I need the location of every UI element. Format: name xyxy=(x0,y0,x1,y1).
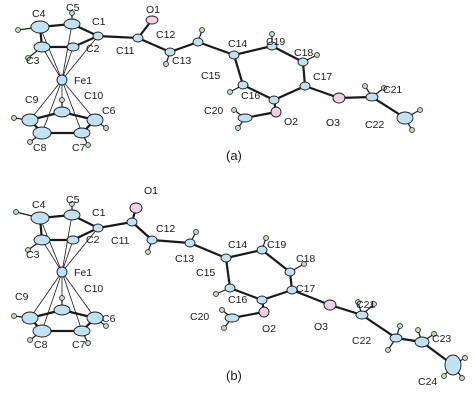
atom-label: C5 xyxy=(66,194,80,206)
atom-label: O2 xyxy=(284,116,298,128)
atom-label: C19 xyxy=(266,36,285,48)
atom-label: C2 xyxy=(86,43,100,55)
atom-label: C9 xyxy=(15,291,29,303)
atom-label: C8 xyxy=(33,142,47,154)
atom-label: C7 xyxy=(72,142,86,154)
panel-b-labels: O1 C4 C5 C1 C12 C3 C2 C11 C14 C19 C18 C1… xyxy=(15,185,451,388)
atom-label: C1 xyxy=(92,207,106,219)
atom-label: O1 xyxy=(146,4,160,16)
atom-label: C7 xyxy=(72,339,86,351)
atom-label: C19 xyxy=(267,239,286,251)
atom-label: C21 xyxy=(356,299,375,311)
atom-label: Fe1 xyxy=(74,267,92,279)
atom-label: C1 xyxy=(92,16,106,28)
atom-label: C2 xyxy=(86,234,100,246)
atom-label: C9 xyxy=(25,94,39,106)
atom-label: C16 xyxy=(241,90,260,102)
atom-label: C15 xyxy=(201,70,220,82)
atom-label: C20 xyxy=(204,105,223,117)
panel-a-labels: C4 C5 C1 O1 C3 C2 C11 C12 C14 C19 C13 C1… xyxy=(25,2,402,154)
atom-label: C17 xyxy=(313,71,332,83)
atom-label: C22 xyxy=(352,335,371,347)
atom-label: C15 xyxy=(196,267,215,279)
atom-label: C14 xyxy=(228,38,247,50)
panel-b: O1 C4 C5 C1 C12 C3 C2 C11 C14 C19 C18 C1… xyxy=(11,185,468,388)
panel-b-atoms xyxy=(11,201,468,381)
atom-label: C12 xyxy=(156,223,175,235)
atom-label: C12 xyxy=(156,29,175,41)
panel-a: C4 C5 C1 O1 C3 C2 C11 C12 C14 C19 C13 C1… xyxy=(11,2,423,163)
atom-label: C16 xyxy=(228,294,247,306)
atom-label: C3 xyxy=(26,249,40,261)
atom-label: C14 xyxy=(228,239,247,251)
atom-label: O1 xyxy=(144,185,158,197)
panel-b-caption: (b) xyxy=(226,368,242,383)
atom-label: C20 xyxy=(190,311,209,323)
atom-label: O3 xyxy=(326,117,340,129)
atom-label: C13 xyxy=(172,55,191,67)
atom-label: C4 xyxy=(32,8,46,20)
atom-label: C10 xyxy=(84,90,103,102)
atom-label: O3 xyxy=(314,321,328,333)
atom-label: C18 xyxy=(296,253,315,265)
atom-label: C6 xyxy=(102,105,116,117)
atom-label: C8 xyxy=(34,339,48,351)
atom-label: C11 xyxy=(111,235,130,247)
atom-label: C4 xyxy=(32,199,46,211)
atom-label: C5 xyxy=(66,2,80,14)
atom-label: C6 xyxy=(102,313,116,325)
atom-label: C13 xyxy=(175,253,194,265)
atom-label: O2 xyxy=(262,323,276,335)
atom-label: C24 xyxy=(418,376,437,388)
atom-label: Fe1 xyxy=(74,75,92,87)
panel-b-bonds xyxy=(13,203,466,379)
atom-label: C22 xyxy=(365,119,384,131)
atom-label: C17 xyxy=(296,283,315,295)
atom-label: C10 xyxy=(84,283,103,295)
atom-label: C11 xyxy=(116,45,135,57)
atom-label: C23 xyxy=(432,333,451,345)
panel-a-atoms xyxy=(11,10,423,148)
panel-a-caption: (a) xyxy=(226,148,242,163)
atom-label: C18 xyxy=(294,47,313,59)
atom-label: C21 xyxy=(383,84,402,96)
atom-label: C3 xyxy=(26,55,40,67)
